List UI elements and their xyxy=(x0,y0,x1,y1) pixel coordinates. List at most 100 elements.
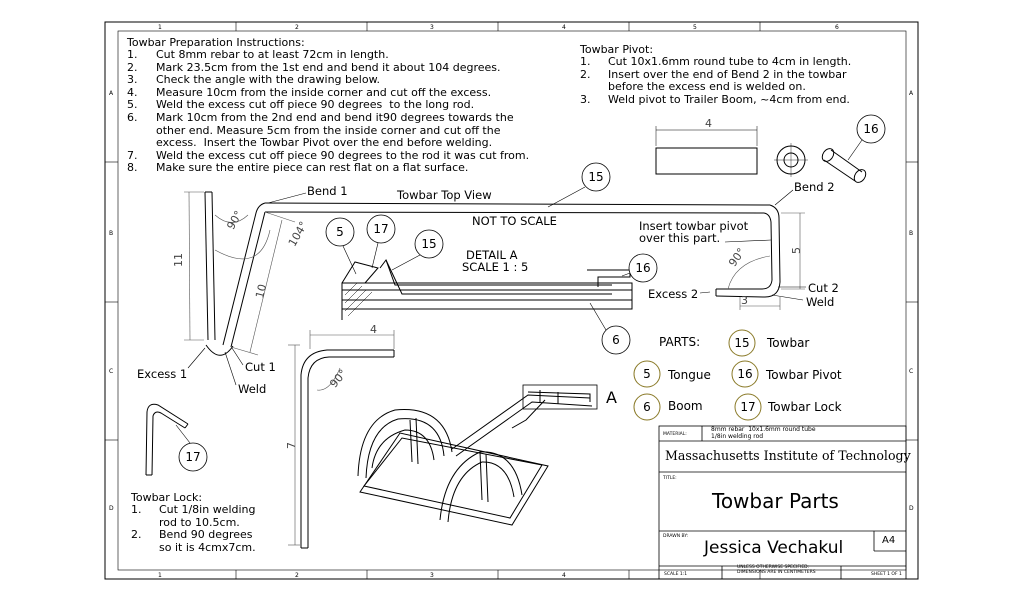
step-number: 8. xyxy=(127,161,138,175)
parts-header: PARTS: xyxy=(659,335,700,349)
dim-7: 7 xyxy=(285,442,298,449)
zone-col-2-b: 2 xyxy=(295,572,299,579)
not-to-scale-label: NOT TO SCALE xyxy=(472,214,557,228)
dim-4-pivot: 4 xyxy=(705,117,712,130)
towbar-side-view xyxy=(300,349,395,549)
step-number: 1. xyxy=(580,55,591,68)
insert-note: Insert towbar pivot over this part. xyxy=(639,219,749,245)
step-text: Insert over the end of Bend 2 in the tow… xyxy=(608,67,847,94)
zone-row-b-r: B xyxy=(909,230,913,237)
detail-a-hatch xyxy=(344,282,373,317)
step-text: Mark 10cm from the 2nd end and bend it90… xyxy=(156,110,514,150)
instruction-step: 3.Check the angle with the drawing below… xyxy=(127,74,597,87)
step-text: Measure 10cm from the inside corner and … xyxy=(156,85,492,99)
excess1-label: Excess 1 xyxy=(137,367,187,381)
parts-name-boom: Boom xyxy=(668,399,703,413)
zone-row-a-r: A xyxy=(909,90,914,97)
dim-104: 104° xyxy=(286,219,311,248)
balloon-17-lock xyxy=(178,442,208,472)
bend1-label: Bend 1 xyxy=(307,184,348,198)
material-value: 8mm rebar 10x1.6mm round tube 1/8in weld… xyxy=(711,426,816,440)
instruction-step: 5. Weld the excess cut off piece 90 degre… xyxy=(127,99,597,112)
zone-col-1-b: 1 xyxy=(158,572,162,579)
dim-11: 11 xyxy=(172,253,185,267)
parts-balloons xyxy=(633,329,762,421)
pivot-step: 3.Weld pivot to Trailer Boom, ~4cm from … xyxy=(580,92,900,107)
step-number: 5. xyxy=(127,98,138,112)
pivot-views xyxy=(655,126,867,183)
parts-name-tongue: Tongue xyxy=(667,368,711,382)
sheet-inner-border xyxy=(117,30,907,571)
callout-texts: Bend 1 Bend 2 Excess 1 Cut 1 Weld Excess… xyxy=(137,180,839,407)
step-number: 1. xyxy=(127,48,138,61)
excess2-label: Excess 2 xyxy=(648,287,698,301)
instruction-step: 2.Mark 23.5cm from the 1st end and bend … xyxy=(127,61,597,75)
detail-scale: SCALE 1 : 5 xyxy=(462,260,528,274)
drawn-by: Jessica Vechakul xyxy=(704,538,844,558)
zone-col-2: 2 xyxy=(295,24,299,31)
instruction-step: 1. Cut 8mm rebar to at least 72cm in leng… xyxy=(127,48,597,62)
weld2-label: Weld xyxy=(806,295,834,309)
balloon-17-detail-text: 17 xyxy=(373,222,388,236)
balloon-6 xyxy=(601,325,631,355)
towbar-lock xyxy=(145,403,189,476)
dim-10: 10 xyxy=(253,283,269,300)
weld1-label: Weld xyxy=(238,382,266,396)
zone-row-c-r: C xyxy=(909,368,913,375)
sheet-number: SHEET 1 OF 1 xyxy=(871,572,902,577)
step-text: Make sure the entire piece can rest flat… xyxy=(156,161,469,175)
parts-num-16: 16 xyxy=(737,367,752,381)
balloon-5-text: 5 xyxy=(336,225,344,239)
zone-col-6: 6 xyxy=(835,24,839,31)
balloon-17-lock-text: 17 xyxy=(185,450,200,464)
pivot-step: 1. Cut 10x1.6mm round tube to 4cm in leng… xyxy=(580,55,900,69)
step-number: 1. xyxy=(131,503,142,516)
balloon-16-pivot xyxy=(856,114,886,144)
balloon-15-detail-text: 15 xyxy=(421,237,436,251)
step-text: Weld pivot to Trailer Boom, ~4cm from en… xyxy=(608,92,850,106)
zone-col-4-b: 4 xyxy=(562,572,566,579)
parts-balloon-5 xyxy=(633,360,661,388)
zone-ticks xyxy=(105,22,918,579)
step-text: Weld the excess cut off piece 90 degrees… xyxy=(156,98,475,112)
step-number: 6. xyxy=(127,110,138,124)
step-number: 2. xyxy=(131,528,142,542)
lock-title: Towbar Lock: xyxy=(131,491,203,504)
parts-name-towbar: Towbar xyxy=(766,336,809,350)
zone-row-a: A xyxy=(109,90,114,97)
instruction-step: 8. Make sure the entire piece can rest fl… xyxy=(127,162,597,175)
balloon-16-pivot-text: 16 xyxy=(863,122,878,136)
step-number: 2. xyxy=(580,67,591,81)
step-text: Cut 10x1.6mm round tube to 4cm in length… xyxy=(608,55,852,68)
zone-labels: 1 2 3 4 5 6 1 2 3 4 A B C D A B C D xyxy=(109,24,914,579)
balloon-16-detail xyxy=(628,253,658,283)
step-text: Cut 8mm rebar to at least 72cm in length… xyxy=(156,48,389,61)
instructions-title: Towbar Preparation Instructions: xyxy=(127,36,305,49)
zone-row-c: C xyxy=(109,368,113,375)
balloon-15-detail xyxy=(414,229,444,259)
lock-step: 1.Cut 1/8in welding rod to 10.5cm. xyxy=(131,503,291,529)
zone-row-d: D xyxy=(109,505,114,512)
side-view-dimensions xyxy=(288,330,395,546)
towbar-dimensions xyxy=(184,191,805,356)
cut1-label: Cut 1 xyxy=(245,360,276,374)
step-text: Check the angle with the drawing below. xyxy=(156,73,381,87)
balloon-15-top-text: 15 xyxy=(588,170,603,184)
scale-label: SCALE 1:1 xyxy=(664,572,688,577)
instruction-step: 4. Measure 10cm from the inside corner an… xyxy=(127,85,597,100)
dim-5: 5 xyxy=(790,247,803,254)
parts-balloon-numbers: 15 5 16 6 17 xyxy=(643,336,755,414)
balloon-5 xyxy=(325,217,355,247)
step-number: 4. xyxy=(127,85,138,99)
units-note: UNLESS OTHERWISE SPECIFIED: DIMENSIONS A… xyxy=(737,565,816,575)
parts-num-5: 5 xyxy=(643,367,651,381)
drawn-by-label: DRAWN BY: xyxy=(663,534,688,539)
balloons xyxy=(178,114,886,472)
zone-row-b: B xyxy=(109,230,113,237)
trailer-isometric xyxy=(357,384,598,526)
dim-3: 3 xyxy=(741,294,748,307)
parts-num-17: 17 xyxy=(740,400,755,414)
parts-name-pivot: Towbar Pivot xyxy=(765,368,842,382)
parts-num-6: 6 xyxy=(643,400,651,414)
parts-num-15: 15 xyxy=(734,336,749,350)
